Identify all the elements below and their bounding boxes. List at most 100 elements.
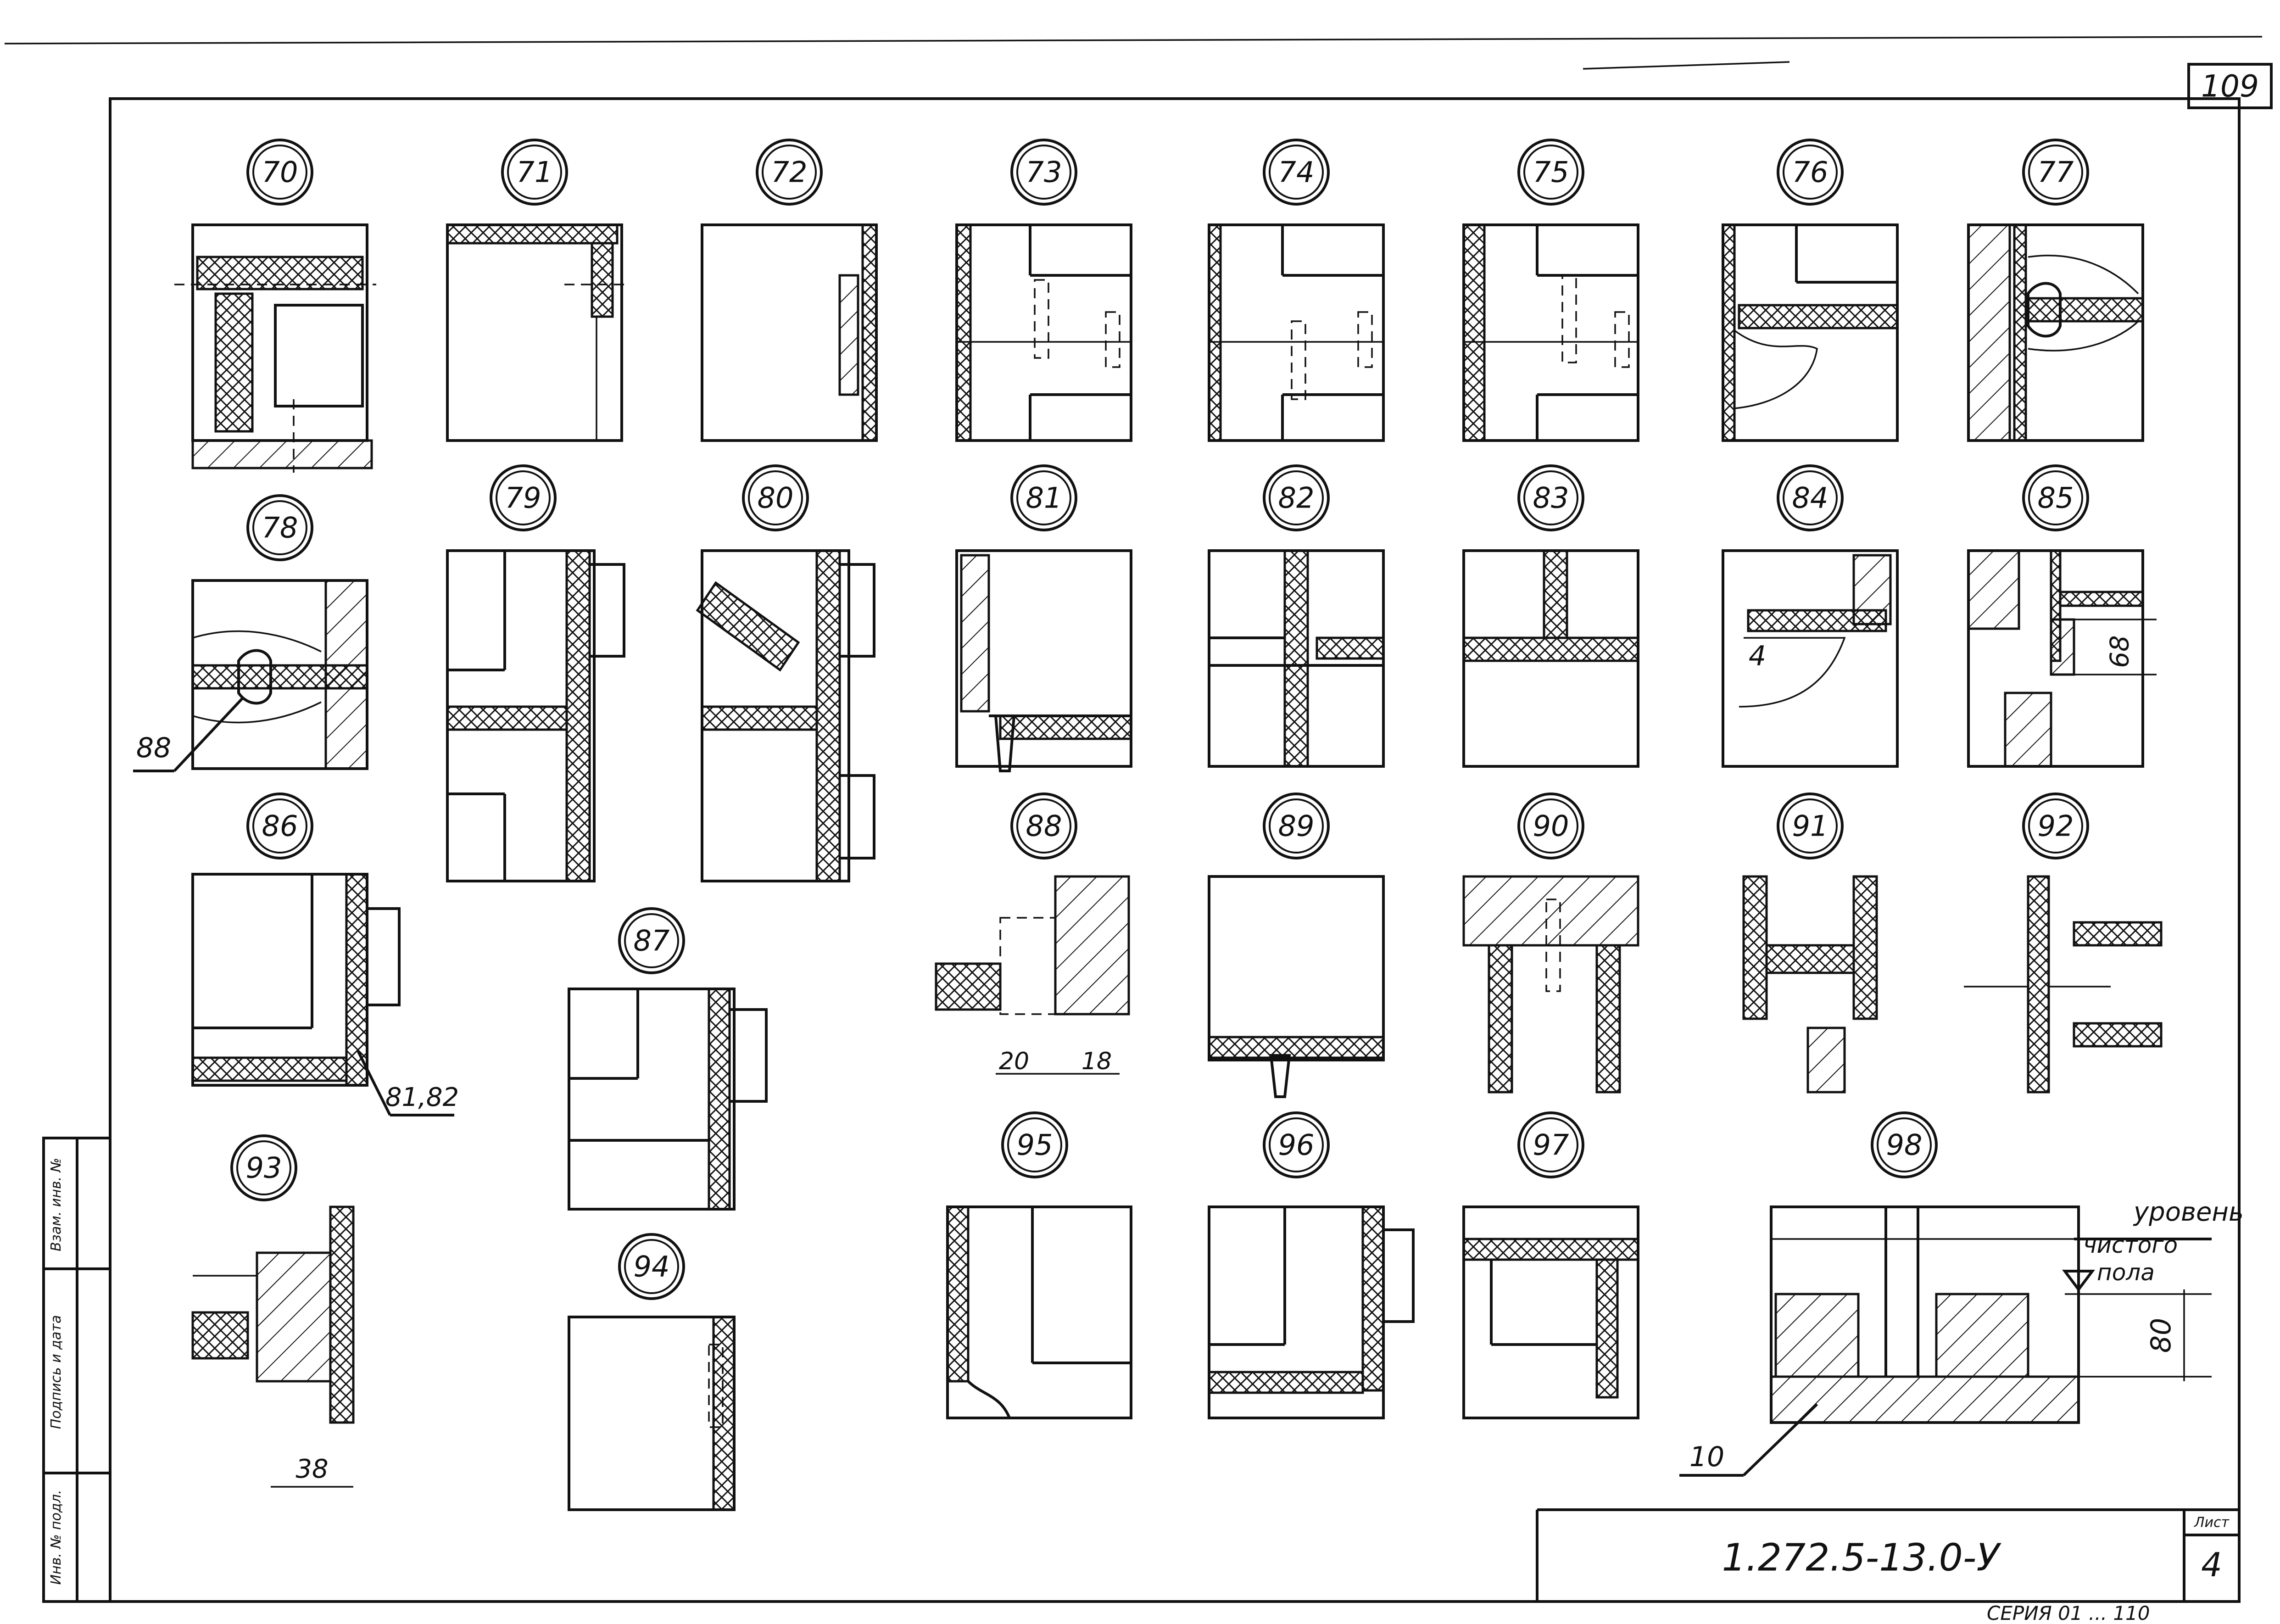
sheet-top-edge <box>4 36 2263 45</box>
detail-81 <box>955 549 1132 772</box>
node-circle-81 <box>1010 464 1077 531</box>
node-badge-80: 80 <box>742 464 809 531</box>
node-number-70: 70 <box>262 156 298 189</box>
node-number-97: 97 <box>1533 1128 1569 1162</box>
node-inner-circle-91 <box>1783 798 1838 854</box>
node-number-76: 76 <box>1792 156 1828 189</box>
node-number-73: 73 <box>1026 156 1062 189</box>
node-circle-83 <box>1517 464 1584 531</box>
node-circle-92 <box>2022 792 2089 859</box>
detail-72 <box>701 223 878 442</box>
page-number: 109 <box>2201 69 2259 104</box>
node-circle-73 <box>1010 139 1077 206</box>
node-inner-circle-76 <box>1783 145 1838 200</box>
node-circle-98 <box>1871 1111 1938 1178</box>
node-badge-74: 74 <box>1263 139 1330 206</box>
detail-83 <box>1462 549 1639 768</box>
dim-68: 68 <box>2105 635 2135 668</box>
node-badge-79: 79 <box>490 464 557 531</box>
node-circle-96 <box>1263 1111 1330 1178</box>
node-number-90: 90 <box>1533 809 1569 843</box>
node-inner-circle-97 <box>1523 1117 1578 1172</box>
stamp-field-1: Взам. инв. № <box>48 1158 64 1251</box>
node-circle-75 <box>1517 139 1584 206</box>
node-badge-94: 94 <box>618 1233 685 1300</box>
node-number-71: 71 <box>517 156 553 189</box>
detail-91 <box>1742 875 1878 1094</box>
node-circle-95 <box>1001 1111 1068 1178</box>
node-circle-94 <box>618 1233 685 1300</box>
node-badge-95: 95 <box>1001 1111 1068 1178</box>
stamp-strip: Взам. инв. № Подпись и дата Инв. № подл. <box>42 1137 111 1603</box>
node-inner-circle-93 <box>236 1140 291 1195</box>
node-badge-72: 72 <box>756 139 823 206</box>
node-badge-87: 87 <box>618 907 685 974</box>
detail-90 <box>1462 875 1639 1094</box>
node-badge-75: 75 <box>1517 139 1584 206</box>
node-circle-77 <box>2022 139 2089 206</box>
node-circle-71 <box>501 139 568 206</box>
sheet-number: 4 <box>2201 1546 2222 1584</box>
node-number-88: 88 <box>1026 809 1062 843</box>
node-number-86: 86 <box>262 809 298 843</box>
node-circle-84 <box>1777 464 1844 531</box>
node-inner-circle-88 <box>1016 798 1071 854</box>
node-inner-circle-77 <box>2028 145 2083 200</box>
title-block: 1.272.5-13.0-У Лист 4 <box>1536 1508 2239 1602</box>
detail-79 <box>446 549 625 882</box>
node-number-95: 95 <box>1017 1128 1053 1162</box>
node-badge-84: 84 <box>1777 464 1844 531</box>
node-inner-circle-72 <box>762 145 817 200</box>
node-inner-circle-73 <box>1016 145 1071 200</box>
node-inner-circle-94 <box>624 1239 679 1294</box>
node-inner-circle-78 <box>252 500 307 555</box>
node-number-82: 82 <box>1278 481 1315 515</box>
detail-75 <box>1462 223 1639 442</box>
node-inner-circle-75 <box>1523 145 1578 200</box>
node-inner-circle-85 <box>2028 470 2083 525</box>
node-badge-83: 83 <box>1517 464 1584 531</box>
node-inner-circle-92 <box>2028 798 2083 854</box>
node-circle-78 <box>246 494 313 561</box>
node-number-83: 83 <box>1533 481 1569 515</box>
dim-80: 80 <box>2145 1318 2177 1353</box>
node-circle-72 <box>756 139 823 206</box>
page-number-box <box>2187 63 2273 109</box>
node-badge-88: 88 <box>1010 792 1077 859</box>
detail-78: 88 <box>133 579 368 772</box>
detail-98: уровень чистого пола 80 10 <box>1679 1197 2244 1477</box>
detail-88: 20 18 <box>935 875 1130 1075</box>
detail-94 <box>568 1316 736 1511</box>
node-number-85: 85 <box>2038 481 2074 515</box>
stamp-field-2: Подпись и дата <box>48 1315 64 1429</box>
node-circle-74 <box>1263 139 1330 206</box>
node-circle-87 <box>618 907 685 974</box>
sheet-label: Лист <box>2194 1515 2230 1531</box>
node-number-87: 87 <box>634 924 670 958</box>
node-badge-91: 91 <box>1777 792 1844 859</box>
node-inner-circle-74 <box>1269 145 1324 200</box>
node-number-89: 89 <box>1278 809 1315 843</box>
node-number-98: 98 <box>1886 1128 1923 1162</box>
node-inner-circle-79 <box>496 470 551 525</box>
node-inner-circle-81 <box>1016 470 1071 525</box>
node-number-80: 80 <box>758 481 794 515</box>
detail-85: 68 <box>1967 549 2157 768</box>
node-circle-85 <box>2022 464 2089 531</box>
detail-89 <box>1208 875 1385 1098</box>
detail-80 <box>696 549 875 882</box>
node-circle-91 <box>1777 792 1844 859</box>
node-badge-98: 98 <box>1871 1111 1938 1178</box>
node-badge-96: 96 <box>1263 1111 1330 1178</box>
node-inner-circle-82 <box>1269 470 1324 525</box>
node-inner-circle-80 <box>748 470 803 525</box>
detail-92 <box>1964 875 2163 1094</box>
node-circle-76 <box>1777 139 1844 206</box>
node-inner-circle-71 <box>507 145 562 200</box>
dim-38: 38 <box>295 1454 328 1484</box>
node-number-74: 74 <box>1278 156 1315 189</box>
node-badge-85: 85 <box>2022 464 2089 531</box>
detail-84: 4 <box>1722 549 1899 768</box>
node-number-96: 96 <box>1278 1128 1315 1162</box>
